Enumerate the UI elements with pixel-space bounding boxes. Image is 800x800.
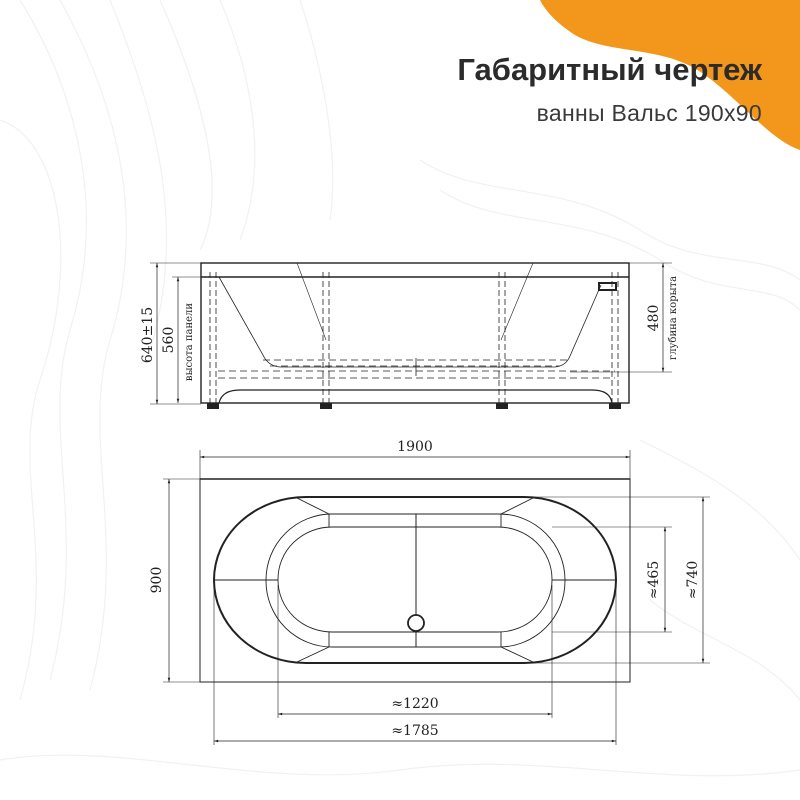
dim-width: 900	[149, 567, 165, 594]
side-panel-outline	[200, 262, 630, 404]
overflow-icon	[598, 282, 617, 291]
top-outline	[199, 478, 631, 683]
dim-overall-height: 640±15	[140, 307, 156, 363]
dim-tub-depth: 480	[646, 305, 662, 332]
page-title: Габаритный чертеж	[457, 52, 762, 87]
side-view	[150, 262, 672, 409]
dim-panel-height: 560	[161, 327, 177, 354]
support-legs	[209, 272, 619, 403]
accent-blob	[540, 0, 800, 150]
tub-profile	[218, 276, 602, 368]
drain-icon	[407, 614, 425, 632]
dim-length: 1900	[397, 439, 433, 455]
panel-base-arc	[218, 389, 613, 404]
top-view	[163, 450, 710, 745]
label-panel-height: высота панели	[184, 303, 195, 381]
bowl-bottom	[277, 526, 553, 633]
dim-bowl-length: ≈1785	[391, 723, 438, 739]
dim-bowl-width: ≈740	[685, 561, 701, 599]
dim-inner-width: ≈465	[646, 561, 662, 599]
dim-inner-length: ≈1220	[391, 696, 438, 712]
page-subtitle: ванны Вальс 190x90	[536, 100, 762, 126]
leg-feet	[207, 403, 621, 409]
label-tub-depth: глубина корыта	[668, 276, 679, 360]
